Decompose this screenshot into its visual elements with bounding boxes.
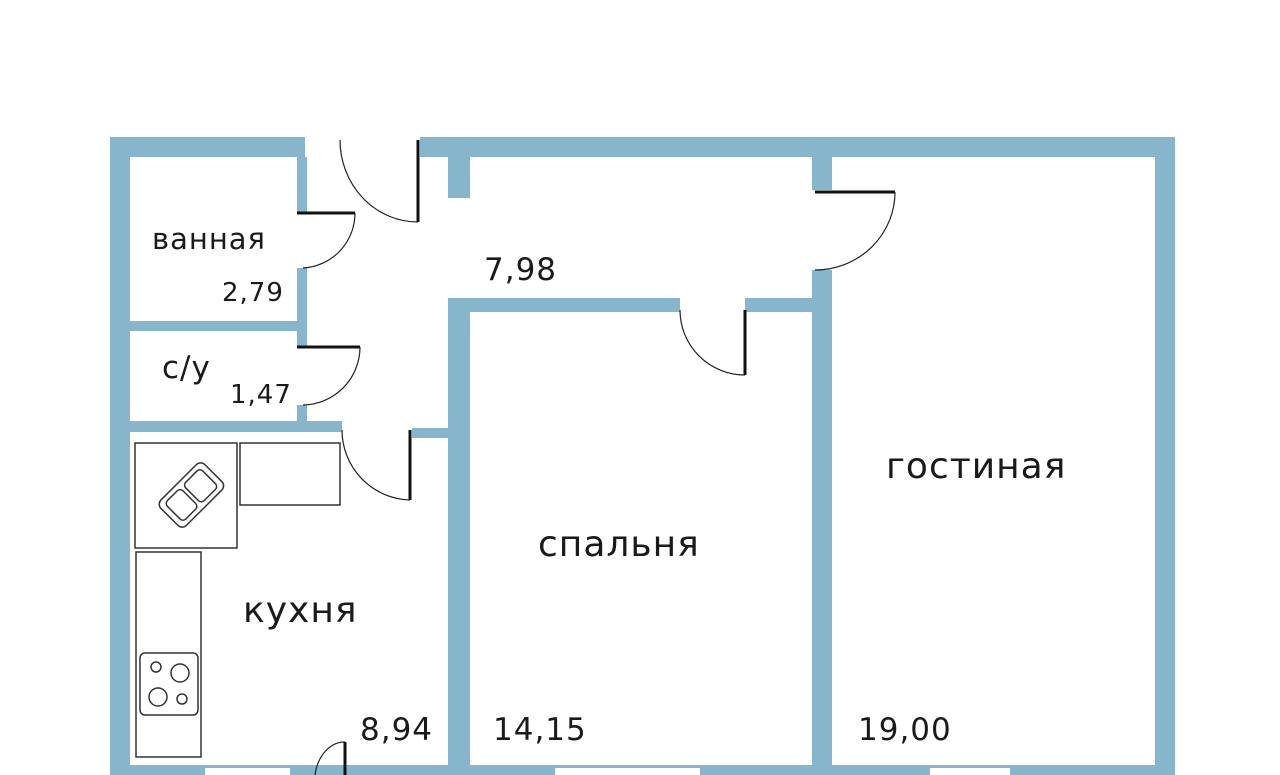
room-area-kitchen: 8,94 xyxy=(360,712,434,748)
counter xyxy=(239,442,341,506)
room-area-hallway: 7,98 xyxy=(484,252,558,288)
sink-icon xyxy=(158,462,225,528)
room-name-bedroom: спальня xyxy=(538,524,700,565)
room-name-bathroom: ванная xyxy=(152,222,266,256)
room-name-kitchen: кухня xyxy=(243,590,358,631)
room-area-bedroom: 14,15 xyxy=(493,712,587,748)
room-name-toilet: с/у xyxy=(162,350,211,386)
room-area-living-room: 19,00 xyxy=(858,712,952,748)
room-name-living-room: гостиная xyxy=(886,446,1067,487)
stove-icon xyxy=(139,652,199,716)
kitchen-furniture xyxy=(134,442,341,758)
doors xyxy=(297,139,896,775)
room-area-toilet: 1,47 xyxy=(230,380,292,410)
walls xyxy=(110,137,1175,775)
windows xyxy=(205,768,1010,775)
room-area-bathroom: 2,79 xyxy=(222,278,284,308)
